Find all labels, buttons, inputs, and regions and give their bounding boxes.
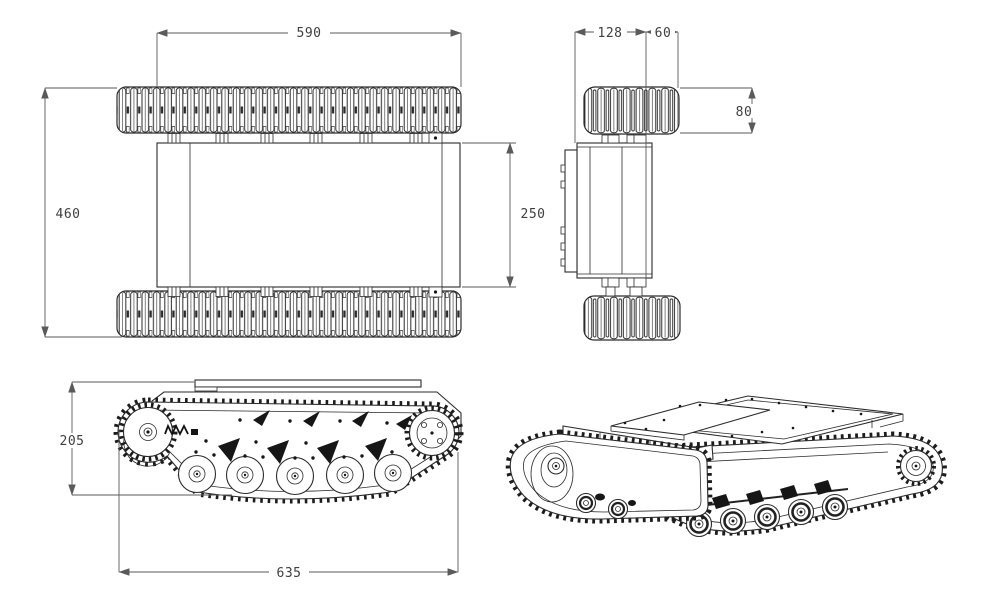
track-section-bottom bbox=[583, 295, 681, 341]
chassis-plate bbox=[156, 142, 461, 288]
dimension-label-80: 80 bbox=[736, 105, 753, 120]
axle-tabs-bottom bbox=[167, 286, 423, 297]
dimension-label-60: 60 bbox=[655, 26, 672, 41]
near-track-hub bbox=[530, 445, 574, 503]
dimension-label-460: 460 bbox=[56, 207, 81, 222]
corner-bearing-blocks bbox=[428, 132, 443, 298]
dimension-250: 250 bbox=[462, 142, 551, 288]
deck-bolts bbox=[623, 397, 863, 438]
front-view-geometry bbox=[560, 86, 681, 341]
track-section-top bbox=[583, 86, 680, 135]
dimension-label-635: 635 bbox=[277, 566, 302, 581]
dimension-205: 205 bbox=[54, 381, 232, 496]
isometric-view bbox=[505, 395, 947, 538]
dimension-460: 460 bbox=[41, 87, 122, 338]
body-section bbox=[576, 142, 653, 279]
rear-idler bbox=[896, 446, 936, 486]
dimension-label-590: 590 bbox=[297, 26, 322, 41]
dimension-label-250: 250 bbox=[521, 207, 546, 222]
top-view-geometry bbox=[116, 86, 462, 338]
side-mount-plate bbox=[564, 149, 578, 273]
near-track-wheels bbox=[575, 492, 636, 520]
iso-suspension bbox=[712, 480, 832, 509]
dimension-590: 590 bbox=[156, 26, 462, 87]
front-view: 128 60 80 bbox=[560, 26, 757, 341]
side-view-geometry bbox=[113, 379, 464, 504]
axle-tabs-top bbox=[167, 133, 423, 144]
dimension-128: 128 bbox=[574, 26, 647, 278]
dimension-80: 80 bbox=[680, 87, 757, 134]
drive-sprocket bbox=[118, 402, 178, 462]
dimension-60: 60 bbox=[645, 26, 679, 88]
iso-road-wheels bbox=[685, 493, 849, 538]
deck-plate-left bbox=[610, 401, 771, 436]
track-band-bottom bbox=[116, 290, 462, 338]
near-track bbox=[509, 433, 709, 520]
side-view: 205 635 bbox=[54, 379, 464, 581]
dimension-label-205: 205 bbox=[60, 434, 85, 449]
track-band-top bbox=[116, 86, 462, 134]
dimension-635: 635 bbox=[118, 430, 459, 581]
suspension bbox=[164, 410, 412, 464]
top-plate bbox=[194, 379, 422, 388]
top-view: 590 460 250 bbox=[41, 26, 551, 338]
road-wheels bbox=[177, 453, 413, 496]
idler-wheel bbox=[404, 405, 460, 461]
dimension-label-128: 128 bbox=[598, 26, 623, 41]
